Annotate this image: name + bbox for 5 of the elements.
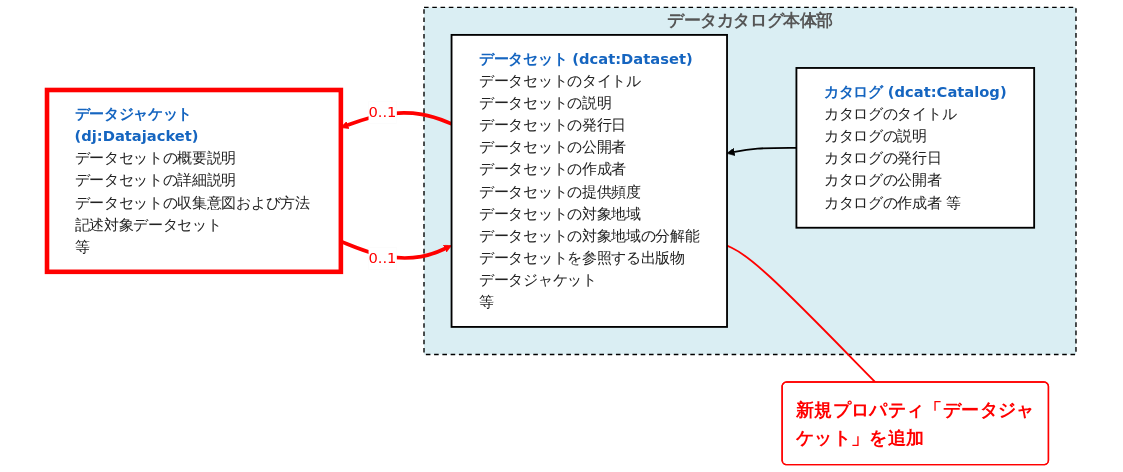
edge-label: 0..1: [368, 249, 397, 267]
node-box: カタログ (dcat:Catalog) カタログのタイトル カタログの説明 カタログの発行日 カタログの公開者 カタログの作成者 等: [795, 67, 1036, 229]
node-box: データセット (dcat:Dataset) データセットのタイトル データセットの説明 データセットの発行日 データセットの公開者 データセットの作成者 データセットの提供頻度 データセットの対象地域 データセットの対象地域の分解能 データセットを参照する出版物 データジャケット 等: [450, 33, 728, 328]
node-box: データジャケット (dj:Datajacket) データセットの概要説明 データセットの詳細説明 データセットの収集意図および方法 記述対象データセット 等: [44, 87, 344, 275]
edge-label: 0..1: [368, 103, 397, 121]
